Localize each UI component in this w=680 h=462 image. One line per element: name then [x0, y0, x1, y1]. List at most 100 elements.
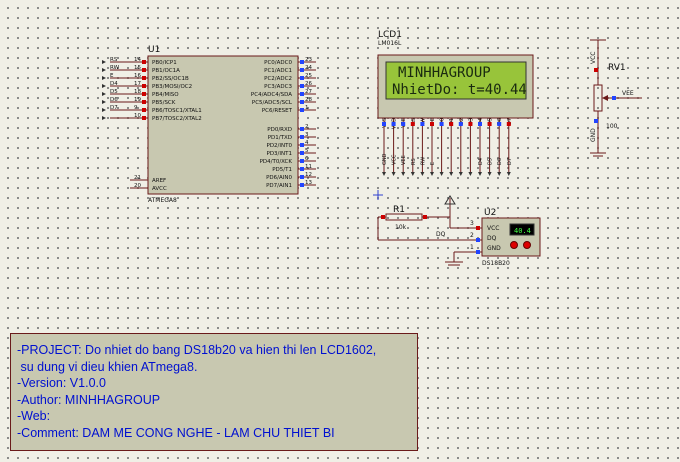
mcu-pin-name: PC3/ADC3: [264, 84, 292, 90]
mcu-pin-number: 12: [305, 172, 312, 178]
mcu-pin-name: PC5/ADC5/SCL: [252, 100, 293, 106]
mcu-pin-name: AREF: [152, 178, 166, 184]
pin-state-marker: [300, 68, 304, 72]
mcu-pin-name: PB5/SCK: [152, 100, 176, 106]
mcu-pin-number: 16: [134, 73, 141, 79]
lcd-pin-name: D3: [468, 118, 474, 125]
mcu-pin-number: 17: [134, 81, 141, 87]
pin-state-marker: [401, 122, 406, 126]
net-arrow-icon: [478, 172, 482, 176]
mcu-pin-number: 27: [305, 89, 312, 95]
pin-state-marker: [430, 122, 434, 126]
pin-state-marker: [300, 84, 304, 88]
lcd-pin-name: RS: [411, 118, 417, 125]
net-arrow-icon: [458, 172, 463, 176]
lcd-pins: VSSGNDVDDVCCVEEVEERSRSRWRWEED0D1D2D3D4D4…: [382, 118, 513, 176]
lcd-part: LM016L: [378, 40, 402, 47]
lcd-pin-name: D2: [459, 118, 465, 125]
lcd-line2: NhietDo: t=40.44: [392, 82, 527, 98]
pot-body: [593, 84, 603, 112]
net-arrow-icon: [391, 172, 396, 176]
sensor-marker-vcc: [476, 226, 480, 230]
mcu-pin-number: 10: [134, 113, 141, 119]
mcu-pin-name: PB4/MISO: [152, 92, 179, 98]
lcd-net-label: RS: [411, 158, 417, 165]
pin-state-marker: [142, 60, 146, 64]
mcu-pin-name: PB0/ICP1: [152, 60, 177, 66]
mcu-pin-number: 14: [134, 57, 141, 63]
mcu-pin-name: PD6/AIN0: [266, 175, 292, 181]
mcu-body[interactable]: [147, 55, 299, 195]
mcu-pin-name: PB2/SS/OC1B: [152, 76, 189, 82]
pin-state-marker: [487, 122, 492, 126]
mcu-pin-number: 26: [305, 81, 312, 87]
r1-marker-left: [381, 215, 385, 219]
mcu-net-label: D5: [110, 89, 118, 95]
note-line-6: -Comment: DAM ME CONG NGHE - LAM CHU THI…: [17, 425, 335, 440]
pot-value: 100: [606, 123, 618, 130]
pin-state-marker: [300, 100, 304, 104]
pin-state-marker: [142, 92, 146, 96]
mcu-pin-name: PD1/TXD: [268, 135, 292, 141]
sensor-body[interactable]: [481, 217, 541, 257]
mcu-net-label: RW: [110, 65, 120, 71]
pin-state-marker: [300, 183, 304, 187]
sensor-ref: U2: [484, 208, 496, 218]
mcu-pin-name: PB6/TOSC1/XTAL1: [152, 108, 202, 114]
mcu-net-label: E: [110, 73, 114, 79]
net-arrow-icon: [102, 60, 106, 64]
net-arrow-icon: [410, 172, 415, 176]
lcd1[interactable]: LCD1 LM016L MINHHAGROUP NhietDo: t=40.44…: [377, 30, 534, 176]
mcu-pin-number: 3: [305, 132, 309, 138]
pot-marker-blue: [594, 119, 598, 123]
net-arrow-icon: [420, 172, 425, 176]
note-line-4: -Author: MINHHAGROUP: [17, 392, 161, 407]
pin-state-marker: [410, 122, 415, 126]
mcu-pin-number: 25: [305, 73, 312, 79]
pin-state-marker: [468, 122, 473, 126]
power-symbol: [444, 195, 456, 205]
dq-net-label: DQ: [436, 231, 446, 238]
pot-vcc-label: VCC: [590, 52, 597, 64]
sensor-button-down[interactable]: [510, 241, 518, 249]
lcd-net-label: RW: [420, 157, 426, 165]
sensor-button-up[interactable]: [523, 241, 531, 249]
pin-state-marker: [300, 143, 304, 147]
net-arrow-icon: [430, 172, 434, 176]
sensor-u2[interactable]: U2 VCC DQ GND 40.4 DS18B20: [481, 208, 541, 267]
pin-state-marker: [142, 116, 146, 120]
mcu-pin-number: 15: [134, 65, 141, 71]
mcu-pin-name: PB7/TOSC2/XTAL2: [152, 116, 202, 122]
pin-state-marker: [478, 122, 482, 126]
lcd-net-label: D4: [478, 158, 484, 165]
sensor-display: [509, 223, 535, 236]
project-notes-box[interactable]: -PROJECT: Do nhiet do bang DS18b20 va hi…: [10, 333, 418, 451]
lcd-pin-name: D1: [449, 118, 455, 125]
note-line-2: su dung vi dieu khien ATmega8.: [17, 359, 198, 374]
lcd-net-label: D5: [488, 158, 494, 165]
mcu-pin-number: 6: [305, 156, 309, 162]
pot-marker-red: [594, 68, 598, 72]
sensor-marker-dq: [476, 238, 480, 242]
mcu-net-label: D4: [110, 81, 118, 87]
net-arrow-icon: [102, 108, 106, 112]
mcu-u1[interactable]: U1 ATMEGA8 PB0/ICP114RSPB1/OC1A15RWPB2/S…: [102, 45, 316, 204]
mcu-pin-number: 20: [134, 183, 141, 189]
mcu-pin-name: PC4/ADC4/SDA: [251, 92, 292, 98]
note-line-5: -Web:: [17, 409, 51, 423]
crosshair-icon: [373, 190, 383, 200]
lcd-pin-name: E: [430, 118, 436, 121]
pin-state-marker: [142, 68, 146, 72]
mcu-pin-name: PD3/INT1: [267, 151, 293, 157]
pin-state-marker: [300, 175, 304, 179]
potentiometer-rv1[interactable]: RV1 VCC GND VEE 100: [590, 39, 642, 157]
mcu-pin-name: AVCC: [152, 186, 167, 192]
pot-gnd-label: GND: [590, 128, 597, 142]
resistor-r1[interactable]: R1 10k: [378, 205, 450, 231]
mcu-pin-name: PD5/T1: [272, 167, 292, 173]
sensor-pin3: 3: [470, 220, 474, 227]
mcu-pin-number: 1: [305, 105, 309, 111]
lcd-pin-name: D0: [440, 118, 446, 125]
